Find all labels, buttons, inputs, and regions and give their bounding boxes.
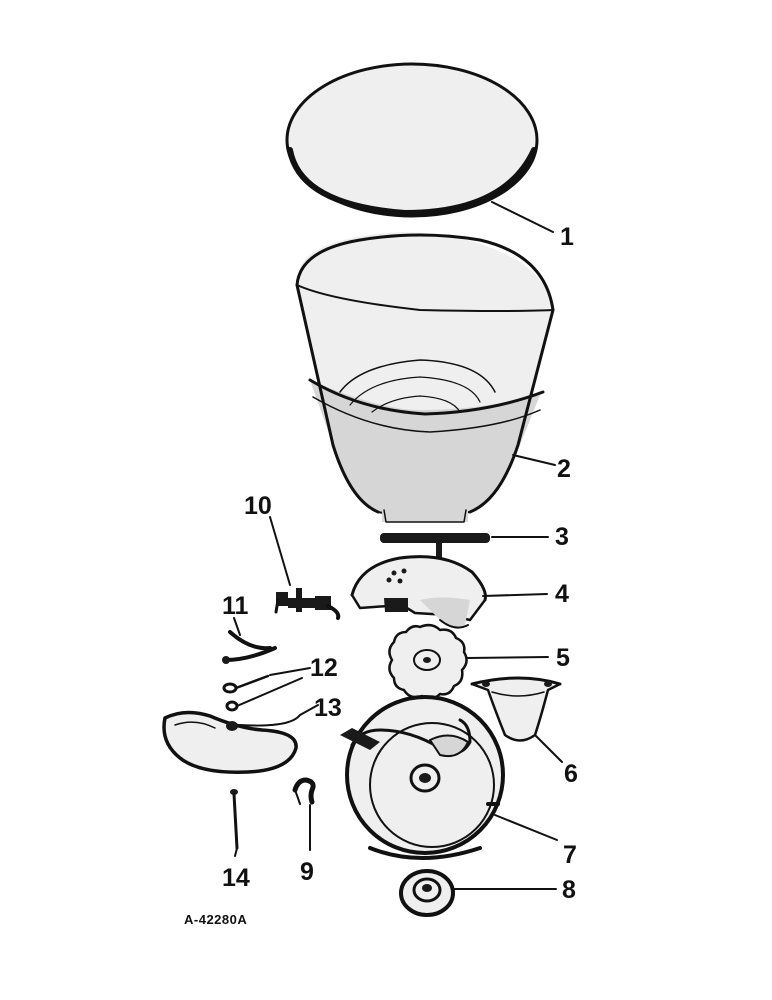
part-9-clip xyxy=(292,777,316,805)
part-14-cotter-pin xyxy=(230,789,239,857)
part-2-hopper xyxy=(295,232,555,523)
callout-1: 1 xyxy=(560,223,574,251)
callout-10: 10 xyxy=(244,492,272,520)
callout-14: 14 xyxy=(222,864,250,892)
callout-13: 13 xyxy=(314,694,342,722)
part-4-cover-plate xyxy=(350,555,487,629)
callout-5: 5 xyxy=(556,644,570,672)
part-3-shaft xyxy=(380,533,490,560)
callout-11: 11 xyxy=(222,592,249,620)
leader-line-2 xyxy=(512,454,556,466)
callout-3: 3 xyxy=(555,523,569,551)
leader-line-1 xyxy=(491,201,554,233)
leader-line-12 xyxy=(269,667,311,676)
leader-line-7 xyxy=(494,814,558,841)
part-6-seed-cup xyxy=(470,676,562,742)
part-11-wire-link xyxy=(222,630,277,664)
part-1-lid xyxy=(285,62,539,218)
part-10-latch xyxy=(274,588,341,620)
leader-line-10 xyxy=(269,516,291,586)
leader-line-13 xyxy=(239,704,319,727)
part-8-grommet xyxy=(399,869,455,917)
callout-2: 2 xyxy=(557,455,571,483)
leader-line-4 xyxy=(482,593,548,597)
callout-6: 6 xyxy=(564,760,578,788)
drawing-id: A-42280A xyxy=(184,912,247,927)
part-13-gasket xyxy=(162,710,298,774)
callout-12: 12 xyxy=(310,654,338,682)
leader-line-6 xyxy=(534,734,563,763)
callout-4: 4 xyxy=(555,580,569,608)
leader-line-11 xyxy=(233,617,241,636)
callout-7: 7 xyxy=(563,841,577,869)
part-12-pins xyxy=(222,674,303,712)
leader-line-5 xyxy=(467,656,549,659)
callout-9: 9 xyxy=(300,858,314,886)
part-5-seed-plate xyxy=(388,623,468,700)
callout-8: 8 xyxy=(562,876,576,904)
part-7-hopper-bottom xyxy=(340,695,505,860)
